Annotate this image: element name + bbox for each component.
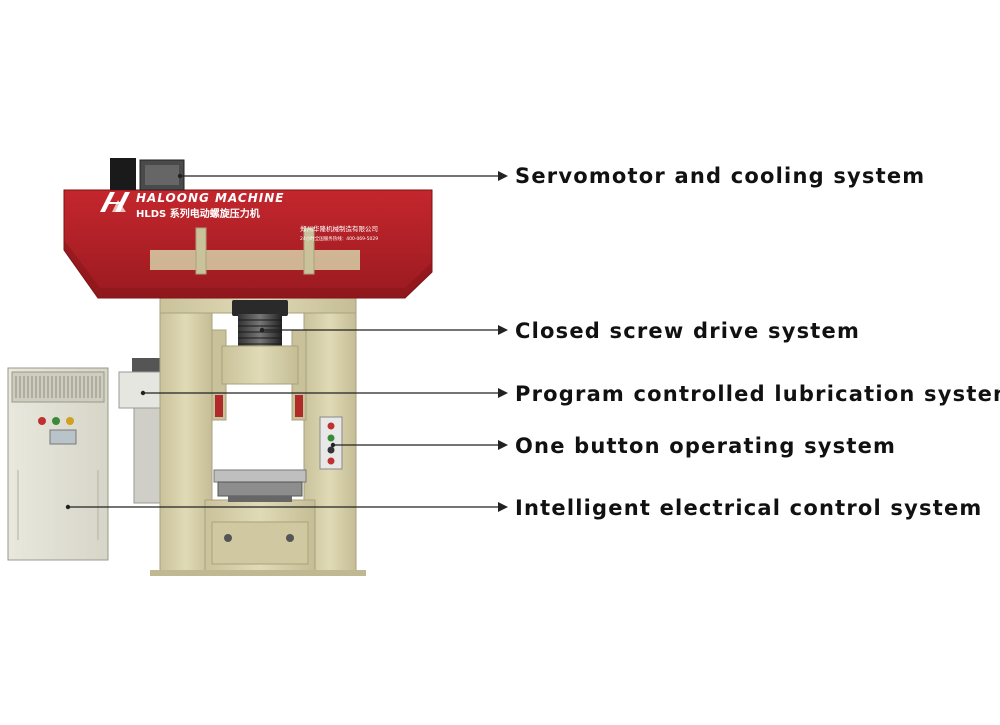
servomotor <box>110 158 185 191</box>
screw-drive <box>221 300 299 385</box>
callout-label: Program controlled lubrication system <box>515 382 1000 406</box>
electrical-cabinet <box>7 367 109 561</box>
model-line: HLDS 系列电动螺旋压力机 <box>136 207 260 220</box>
arrowhead-icon <box>498 325 508 335</box>
leader-anchor-dot <box>177 173 183 179</box>
leader-anchor-dot <box>65 504 71 510</box>
leader-anchor-dot <box>140 390 146 396</box>
service-hotline: 24小时全国服务热线：400-069-5029 <box>300 235 378 242</box>
arrowhead-icon <box>498 502 508 512</box>
callout-label: One button operating system <box>515 434 897 458</box>
arrowhead-icon <box>498 171 508 181</box>
arrowhead-icon <box>498 388 508 398</box>
callout-label: Servomotor and cooling system <box>515 164 926 188</box>
callout-label: Closed screw drive system <box>515 319 861 343</box>
crown <box>63 189 433 299</box>
lubrication-unit <box>118 358 162 504</box>
brand-name: HALOONG MACHINE <box>136 191 284 205</box>
leader-anchor-dot <box>330 442 336 448</box>
leader-lines <box>65 171 508 512</box>
callout-label: Intelligent electrical control system <box>515 496 983 520</box>
die-set <box>213 469 307 502</box>
leader-anchor-dot <box>259 327 265 333</box>
arrowhead-icon <box>498 440 508 450</box>
button-station <box>319 416 343 470</box>
company-name: 郑州华隆机械制造有限公司 <box>300 224 378 233</box>
brand-logo <box>100 192 130 212</box>
